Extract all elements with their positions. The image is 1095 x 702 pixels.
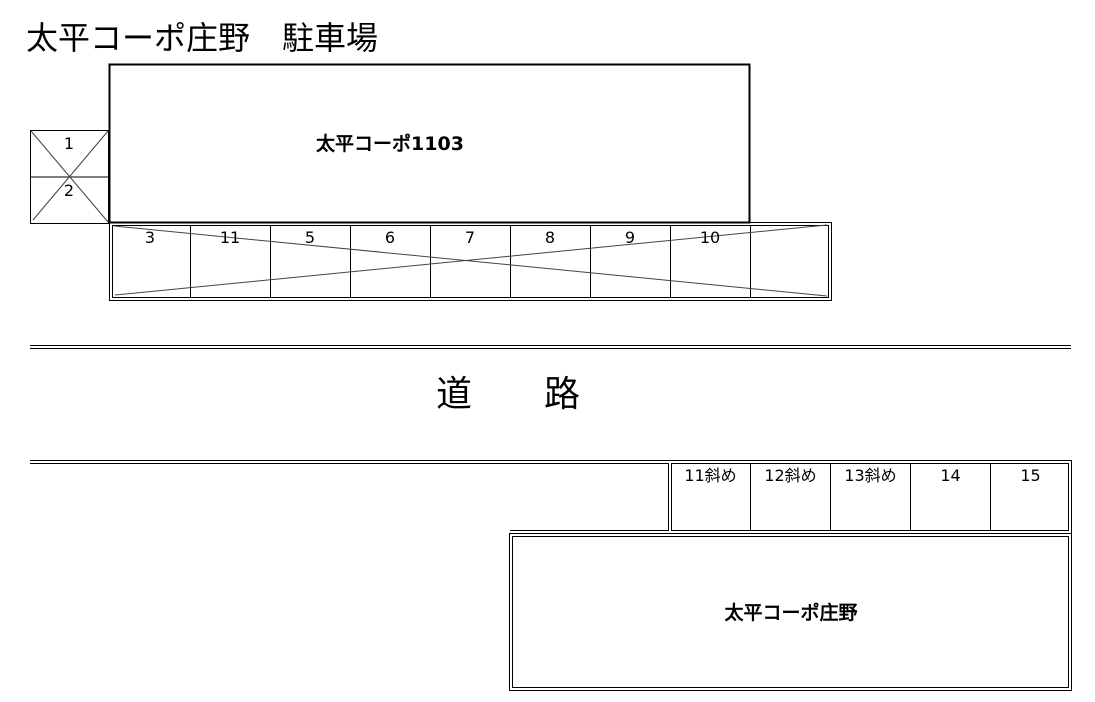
- parking-space-13-diagonal: 13斜め: [844, 466, 897, 485]
- parking-space-2: 2: [63, 181, 75, 200]
- page-title: 太平コーポ庄野 駐車場: [26, 19, 379, 57]
- lower-row-spaces: [671, 463, 1069, 531]
- upper-building-label: 太平コーポ1103: [316, 133, 464, 155]
- parking-space-8: 8: [544, 228, 556, 247]
- side-spaces-1-2: [30, 130, 109, 224]
- parking-space-7: 7: [464, 228, 476, 247]
- parking-space-9: 9: [624, 228, 636, 247]
- parking-space-14: 14: [940, 466, 961, 485]
- parking-space-11-diagonal: 11斜め: [684, 466, 737, 485]
- parking-space-15: 15: [1020, 466, 1041, 485]
- parking-space-6: 6: [384, 228, 396, 247]
- lower-building-outline: [509, 533, 1072, 691]
- road-label: 道 路: [436, 374, 581, 415]
- parking-space-3: 3: [144, 228, 156, 247]
- parking-space-1: 1: [63, 134, 75, 153]
- lower-building-label: 太平コーポ庄野: [724, 602, 858, 624]
- parking-space-10: 10: [699, 228, 721, 247]
- road-top-edge: [30, 345, 1071, 349]
- parking-space-12-diagonal: 12斜め: [764, 466, 817, 485]
- road-bottom-edge: [30, 460, 1072, 691]
- parking-space-11: 11: [219, 228, 241, 247]
- parking-space-5: 5: [304, 228, 316, 247]
- upper-row-spaces: [109, 222, 832, 301]
